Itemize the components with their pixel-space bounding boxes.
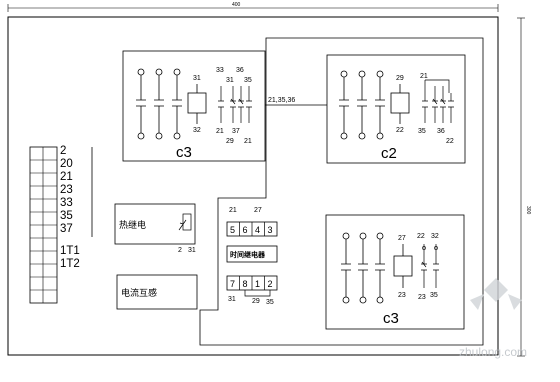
time-relay-pin: 2 [268,279,273,289]
contactor-2-coil: 29 22 [390,75,410,134]
aux-terminal: 23 [418,294,426,301]
terminal-label: 20 [60,158,73,170]
coil-terminal-top: 31 [193,75,201,82]
panel-border [7,16,499,356]
contactor-2-aux-contacts: 21 35 36 22 [418,73,454,145]
thermal-relay-frame [114,203,196,245]
interlock-link-label: 21,35,36 [268,97,295,104]
terminal-label: 37 [60,223,73,235]
aux-terminal: 31 [226,77,234,84]
time-relay-terminal: 35 [266,299,274,306]
contactor-2-frame [326,54,466,164]
current-transformer-frame [116,274,198,310]
contactor-1-name: c3 [176,144,192,161]
terminal-block: 2 20 21 23 33 35 37 1T1 1T2 [29,145,80,304]
right-dimension: 300 [517,17,531,357]
aux-terminal: 36 [437,128,445,135]
contactor-1-coil: 31 32 [187,75,207,134]
thermal-relay-element [182,213,192,231]
thermal-relay: 热继电 2 31 [114,203,196,254]
contactor-1-main-contacts [136,68,182,140]
aux-terminal: 21 [244,138,252,145]
interlock-link: 21,35,36 [265,97,327,106]
aux-terminal: 35 [244,77,252,84]
coil-terminal-bottom: 32 [193,127,201,134]
right-dimension-text: 300 [525,206,531,215]
wiring-channel [199,37,484,346]
watermark-logo-icon [470,294,522,310]
aux-terminal: 33 [216,67,224,74]
current-transformer-label: 电流互感 [121,287,157,299]
time-relay-terminal: 27 [254,207,262,214]
contactor-3: 27 23 22 32 23 35 c3 [325,214,465,330]
time-relay-pin: 4 [255,225,260,235]
terminal-label: 23 [60,184,73,196]
thermal-relay-label: 热继电 [119,219,146,231]
aux-terminal: 22 [446,138,454,145]
thermal-relay-terminal: 2 [178,247,182,254]
contactor-3-name: c3 [383,310,399,327]
contactor-2-name: c2 [381,145,397,162]
time-relay: 21 27 5 6 4 3 时间继电器 7 8 1 2 31 29 35 [226,207,278,306]
aux-terminal: 32 [431,233,439,240]
contactor-3-aux-contacts: 22 32 23 35 [417,233,439,301]
watermark: zhulong.com [459,278,527,359]
contactor-1: 31 32 33 36 31 35 21 37 29 21 c3 [122,50,266,162]
aux-terminal: 21 [420,73,428,80]
time-relay-terminal: 21 [229,207,237,214]
contactor-2: 29 22 21 35 36 22 c2 [326,54,466,164]
aux-terminal: 22 [417,233,425,240]
current-transformer: 电流互感 [116,274,198,310]
terminal-label: 21 [60,171,73,183]
time-relay-label: 时间继电器 [230,250,266,259]
time-relay-terminal: 31 [228,296,236,303]
contactor-3-coil: 27 23 [393,235,413,299]
time-relay-pin: 6 [243,225,248,235]
coil-terminal-top: 29 [396,75,404,82]
coil-terminal-bottom: 23 [398,292,406,299]
coil-terminal-bottom: 22 [396,127,404,134]
coil-terminal-top: 27 [398,235,406,242]
time-relay-pin: 7 [230,279,235,289]
contactor-3-frame [325,214,465,330]
aux-terminal: 29 [226,138,234,145]
time-relay-terminal: 29 [252,298,260,305]
watermark-logo-icon [484,278,508,302]
aux-terminal: 35 [430,292,438,299]
time-relay-pin: 3 [268,225,273,235]
time-relay-pin: 8 [243,279,248,289]
aux-terminal: 35 [418,128,426,135]
contactor-1-frame [122,50,266,162]
contactor-2-main-contacts [339,70,385,140]
terminal-label: 2 [60,145,66,157]
terminal-label: 1T2 [60,258,80,270]
aux-terminal: 36 [236,67,244,74]
top-dimension-text: 400 [232,2,241,8]
terminal-label: 35 [60,210,73,222]
thermal-relay-terminal: 31 [188,247,196,254]
terminal-label: 1T1 [60,245,80,257]
time-relay-pin: 1 [255,279,260,289]
top-dimension: 400 [7,2,499,12]
aux-terminal: 37 [232,128,240,135]
terminal-label: 33 [60,197,73,209]
contactor-3-main-contacts [341,232,385,304]
aux-terminal: 21 [216,128,224,135]
time-relay-pin: 5 [230,225,235,235]
watermark-text: zhulong.com [459,345,527,359]
contactor-1-aux-contacts: 33 36 31 35 21 37 29 21 [216,67,252,145]
